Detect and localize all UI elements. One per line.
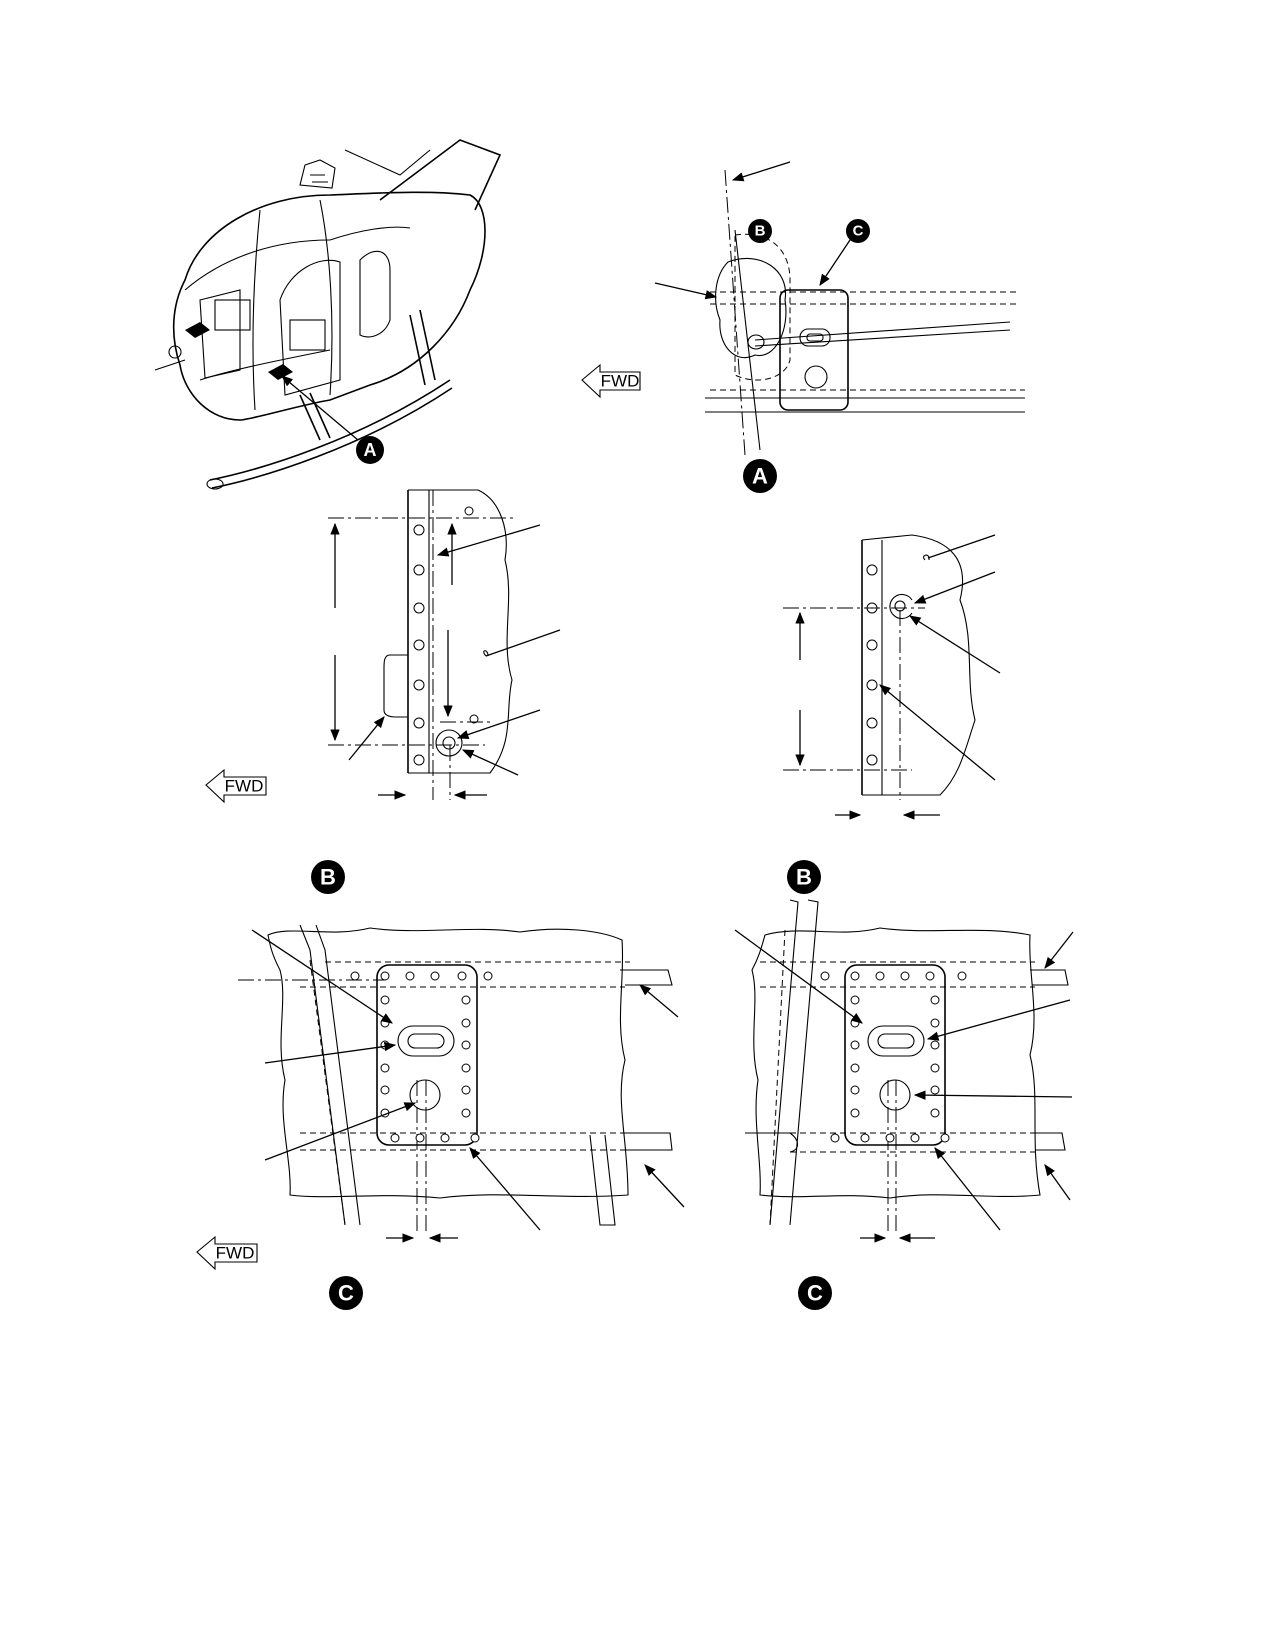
callout-view-c-left: C xyxy=(329,1276,363,1310)
view-c-leader xyxy=(264,1041,397,1064)
view-b-leader xyxy=(485,629,561,657)
view-c-leader xyxy=(926,999,1071,1041)
view-c-right-detail xyxy=(745,899,1069,1235)
view-c-left-detail xyxy=(238,924,673,1235)
view-b-leader xyxy=(909,615,1001,674)
fwd-indicator: FWD xyxy=(196,1235,258,1271)
view-c-leader xyxy=(934,1147,1001,1231)
view-c-leader xyxy=(644,1164,685,1208)
view-c-leader xyxy=(251,929,393,1024)
view-a-leader xyxy=(654,282,718,300)
fwd-label: FWD xyxy=(601,372,640,391)
view-b-leader xyxy=(927,534,996,559)
view-b-left-detail xyxy=(328,489,515,800)
callout-label: A xyxy=(364,440,377,460)
fwd-label: FWD xyxy=(225,777,264,796)
view-a-detail xyxy=(705,169,1025,456)
view-b-leader xyxy=(879,684,996,781)
view-c-leader xyxy=(639,984,679,1018)
callout-overview-a: A xyxy=(356,436,384,464)
rivet-pattern xyxy=(350,971,493,1143)
view-b-leader xyxy=(461,749,519,776)
view-a-leader xyxy=(731,161,791,182)
view-a-leader xyxy=(819,236,853,286)
callout-label: C xyxy=(807,1281,823,1306)
view-c-leader xyxy=(1044,1164,1071,1201)
view-c-leader xyxy=(264,1102,417,1161)
callout-view-a-title: A xyxy=(743,459,777,493)
overview-leader-arrow xyxy=(281,375,359,441)
view-b-leader xyxy=(348,716,385,761)
callout-view-b-right: B xyxy=(787,860,821,894)
view-b-leader xyxy=(436,524,541,557)
view-b-right-detail xyxy=(783,534,976,800)
view-c-leader xyxy=(469,1147,541,1231)
callout-label: B xyxy=(320,865,336,890)
callout-label: C xyxy=(853,223,864,240)
callout-view-c-right: C xyxy=(798,1276,832,1310)
callout-label: B xyxy=(755,223,766,240)
callout-view-a-b: B xyxy=(748,219,772,243)
rivet-pattern xyxy=(820,971,967,1143)
helicopter-overview xyxy=(154,139,502,490)
view-c-leader xyxy=(734,929,863,1024)
callout-view-a-c: C xyxy=(846,219,870,243)
callout-view-b-left: B xyxy=(311,860,345,894)
callout-label: C xyxy=(338,1281,354,1306)
view-c-leader xyxy=(1044,931,1074,969)
view-b-leader xyxy=(456,709,541,740)
view-b-leader xyxy=(913,571,996,604)
fwd-label: FWD xyxy=(216,1244,255,1263)
callout-label: A xyxy=(752,464,768,489)
callout-label: B xyxy=(796,865,812,890)
view-c-leader xyxy=(913,1090,1073,1100)
fwd-indicator: FWD xyxy=(205,768,267,804)
fwd-indicator: FWD xyxy=(581,363,641,399)
